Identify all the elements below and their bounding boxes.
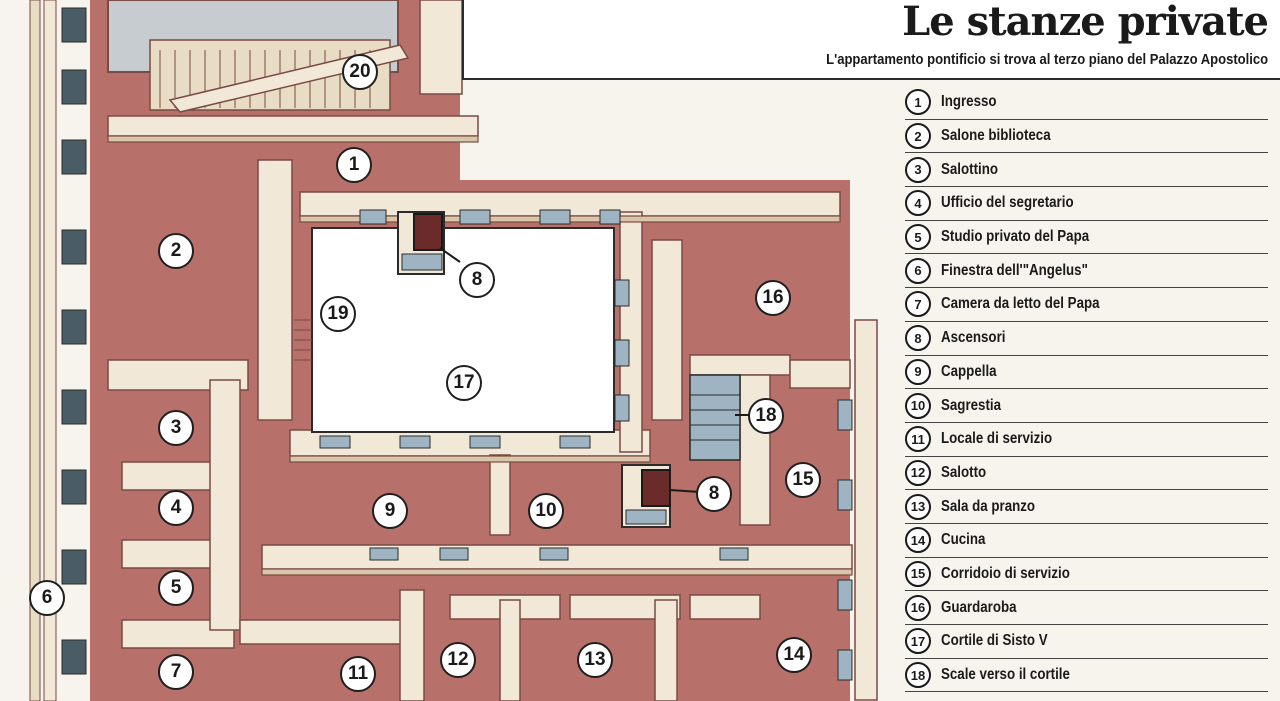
room-marker-10: 10	[528, 493, 564, 529]
legend-label: Camera da letto del Papa	[941, 295, 1100, 313]
legend-number-badge: 11	[905, 426, 931, 453]
legend-item: 11 Locale di servizio	[905, 423, 1268, 457]
legend-item: 15 Corridoio di servizio	[905, 558, 1268, 592]
room-marker-3: 3	[158, 410, 194, 446]
legend-label: Cortile di Sisto V	[941, 632, 1048, 650]
legend-number-badge: 10	[905, 392, 931, 419]
room-marker-19: 19	[320, 296, 356, 332]
legend-label: Corridoio di servizio	[941, 564, 1070, 582]
room-marker-4: 4	[158, 490, 194, 526]
legend-label: Locale di servizio	[941, 430, 1053, 448]
room-marker-8a: 8	[459, 262, 495, 298]
legend-label: Salone biblioteca	[941, 127, 1051, 145]
courtyard-windows	[319, 209, 853, 681]
page-subtitle: L'appartamento pontificio si trova al te…	[825, 52, 1268, 68]
legend-label: Studio privato del Papa	[941, 228, 1090, 246]
legend-number-badge: 9	[905, 358, 931, 385]
legend-number-badge: 7	[905, 291, 931, 318]
legend-label: Sala da pranzo	[941, 497, 1036, 515]
legend-item: 7 Camera da letto del Papa	[905, 288, 1268, 322]
legend-item: 1 Ingresso	[905, 86, 1268, 120]
legend-number-badge: 3	[905, 156, 931, 183]
legend-label: Finestra dell'"Angelus"	[941, 261, 1088, 279]
legend-item: 9 Cappella	[905, 356, 1268, 390]
room-marker-7: 7	[158, 654, 194, 690]
room-marker-18: 18	[748, 398, 784, 434]
legend-label: Salotto	[941, 463, 987, 481]
courtyard	[311, 227, 615, 433]
floor-plan	[29, 0, 878, 701]
legend-label: Ingresso	[941, 93, 997, 111]
room-marker-20: 20	[342, 54, 378, 90]
legend-item: 3 Salottino	[905, 153, 1268, 188]
legend-label: Ascensori	[941, 329, 1006, 347]
room-marker-1: 1	[336, 147, 372, 183]
room-marker-5: 5	[158, 570, 194, 606]
room-marker-17: 17	[446, 365, 482, 401]
legend-number-badge: 16	[905, 594, 931, 621]
room-marker-15: 15	[785, 462, 821, 498]
room-marker-13: 13	[577, 642, 613, 678]
walls	[107, 0, 878, 701]
legend-label: Cappella	[941, 362, 997, 380]
legend-number-badge: 18	[905, 662, 931, 689]
legend-label: Cucina	[941, 531, 986, 549]
room-marker-14: 14	[776, 637, 812, 673]
facade-windows	[61, 7, 87, 675]
legend-item: 4 Ufficio del segretario	[905, 187, 1268, 221]
legend-label: Scale verso il cortile	[941, 666, 1070, 684]
legend-item: 2 Salone biblioteca	[905, 120, 1268, 154]
legend-item: 10 Sagrestia	[905, 389, 1268, 423]
legend-number-badge: 5	[905, 224, 931, 251]
legend-item: 17 Cortile di Sisto V	[905, 625, 1268, 659]
legend-number-badge: 15	[905, 560, 931, 587]
legend-item: 12 Salotto	[905, 457, 1268, 491]
legend-number-badge: 13	[905, 493, 931, 520]
legend-number-badge: 14	[905, 527, 931, 554]
legend-item: 18 Scale verso il cortile	[905, 659, 1268, 693]
page-title: Le stanze private	[902, 0, 1269, 45]
legend-label: Salottino	[941, 160, 999, 178]
room-marker-9: 9	[372, 493, 408, 529]
legend-item: 6 Finestra dell'"Angelus"	[905, 254, 1268, 289]
legend-item: 13 Sala da pranzo	[905, 490, 1268, 524]
legend-number-badge: 12	[905, 459, 931, 486]
legend-label: Ufficio del segretario	[941, 194, 1074, 212]
legend-item: 16 Guardaroba	[905, 591, 1268, 625]
room-marker-6: 6	[29, 580, 65, 616]
legend-item: 5 Studio privato del Papa	[905, 221, 1268, 255]
header-panel: Le stanze private L'appartamento pontifi…	[462, 0, 1280, 80]
legend-label: Guardaroba	[941, 598, 1017, 616]
legend-item: 8 Ascensori	[905, 322, 1268, 356]
legend-number-badge: 2	[905, 123, 931, 150]
room-marker-8b: 8	[696, 476, 732, 512]
legend-label: Sagrestia	[941, 396, 1002, 414]
legend-number-badge: 8	[905, 325, 931, 352]
legend-item: 14 Cucina	[905, 524, 1268, 558]
room-marker-12: 12	[440, 642, 476, 678]
legend-number-badge: 17	[905, 628, 931, 655]
legend-number-badge: 4	[905, 190, 931, 217]
legend-number-badge: 1	[905, 89, 931, 116]
room-marker-2: 2	[158, 233, 194, 269]
room-marker-16: 16	[755, 280, 791, 316]
legend-number-badge: 6	[905, 257, 931, 284]
room-marker-11: 11	[340, 656, 376, 692]
